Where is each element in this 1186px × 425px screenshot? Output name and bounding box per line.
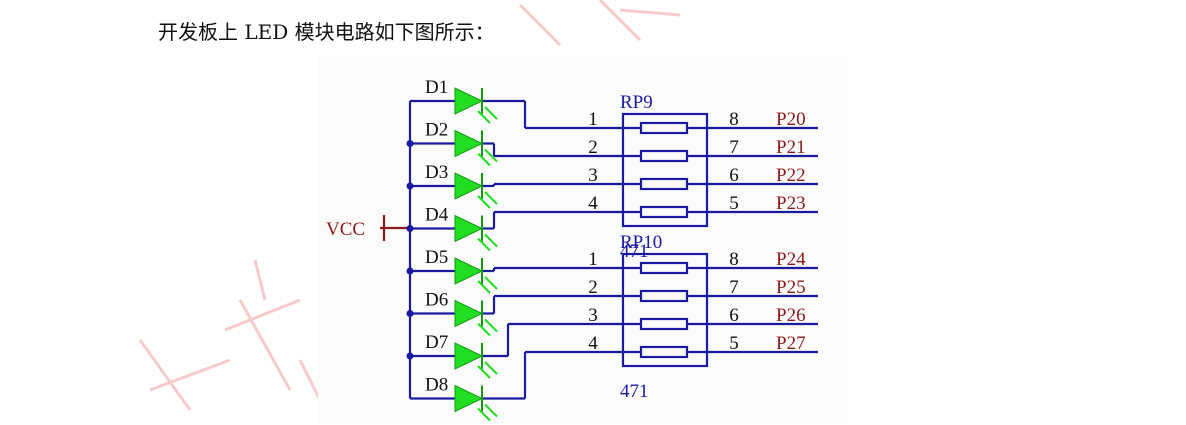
net-label: P26 <box>776 305 806 326</box>
led-label: D8 <box>425 375 448 396</box>
led-arrow <box>477 237 491 252</box>
pin-number-right: 5 <box>729 193 739 214</box>
led-arrow <box>477 110 491 124</box>
resistor-element <box>639 261 689 275</box>
junction-dot <box>406 267 414 275</box>
led-label: D1 <box>425 77 448 98</box>
led-arrow <box>477 152 491 167</box>
led-symbol <box>454 172 484 200</box>
junction-dot <box>406 310 414 317</box>
resistor-pack-name: RP10 <box>620 232 662 253</box>
led-symbol <box>454 129 484 158</box>
resistor-pack-value: 471 <box>620 381 649 402</box>
led-arrow <box>484 276 498 290</box>
pin-number-left: 2 <box>588 277 598 298</box>
intro-text: 开发板上 LED 模块电路如下图所示： <box>158 20 495 44</box>
led-arrow <box>477 322 491 337</box>
resistor-element <box>639 289 689 303</box>
led-arrow <box>477 280 491 294</box>
led-label: D4 <box>425 205 449 226</box>
junction-dot <box>406 225 414 232</box>
led-label: D3 <box>425 162 448 183</box>
resistor-element <box>639 205 689 219</box>
pin-number-right: 8 <box>729 109 739 130</box>
net-label: P20 <box>776 109 806 130</box>
led-arrow <box>477 365 491 379</box>
led-arrow <box>484 191 498 205</box>
pin-number-right: 7 <box>729 137 739 158</box>
led-label: D2 <box>425 120 448 141</box>
resistor-element <box>639 345 689 359</box>
resistor-element <box>639 121 689 135</box>
resistor-pack-body <box>621 112 709 228</box>
pin-number-left: 4 <box>588 193 598 214</box>
net-label: P21 <box>776 137 806 158</box>
resistor-element <box>639 177 689 191</box>
net-label: P27 <box>776 333 806 354</box>
led-label: D7 <box>425 332 448 353</box>
led-arrow <box>484 361 498 375</box>
led-arrow <box>484 233 498 248</box>
junction-dot <box>406 140 414 147</box>
pin-number-left: 1 <box>588 109 598 130</box>
led-arrow <box>484 148 498 163</box>
led-symbol <box>454 384 484 413</box>
pin-number-left: 3 <box>588 305 598 326</box>
led-label: D5 <box>425 247 448 268</box>
resistor-pack-name: RP9 <box>620 92 653 113</box>
pin-number-right: 6 <box>729 165 739 186</box>
resistor-element <box>639 149 689 163</box>
led-symbol <box>454 299 484 328</box>
led-arrow <box>484 318 498 333</box>
led-symbol <box>454 87 484 115</box>
pin-number-right: 8 <box>729 249 739 270</box>
pin-number-left: 4 <box>588 333 598 354</box>
resistor-element <box>639 317 689 331</box>
pin-number-left: 2 <box>588 137 598 158</box>
pin-number-right: 7 <box>729 277 739 298</box>
junction-dot <box>406 182 414 190</box>
resistor-pack-value: 471 <box>620 241 649 262</box>
led-arrow <box>477 407 491 422</box>
net-label: P24 <box>776 249 806 270</box>
led-arrow <box>477 195 491 209</box>
led-arrow <box>484 106 498 120</box>
pin-number-left: 3 <box>588 165 598 186</box>
pin-number-left: 1 <box>588 249 598 270</box>
junction-dot <box>406 352 414 360</box>
led-arrow <box>484 403 498 418</box>
vcc-label: VCC <box>326 219 365 240</box>
led-symbol <box>454 342 484 370</box>
led-symbol <box>454 257 484 285</box>
pin-number-right: 6 <box>729 305 739 326</box>
pin-number-right: 5 <box>729 333 739 354</box>
net-label: P25 <box>776 277 806 298</box>
net-label: P23 <box>776 193 806 214</box>
net-label: P22 <box>776 165 806 186</box>
led-label: D6 <box>425 290 448 311</box>
led-symbol <box>454 214 484 243</box>
resistor-pack-body <box>621 252 709 368</box>
